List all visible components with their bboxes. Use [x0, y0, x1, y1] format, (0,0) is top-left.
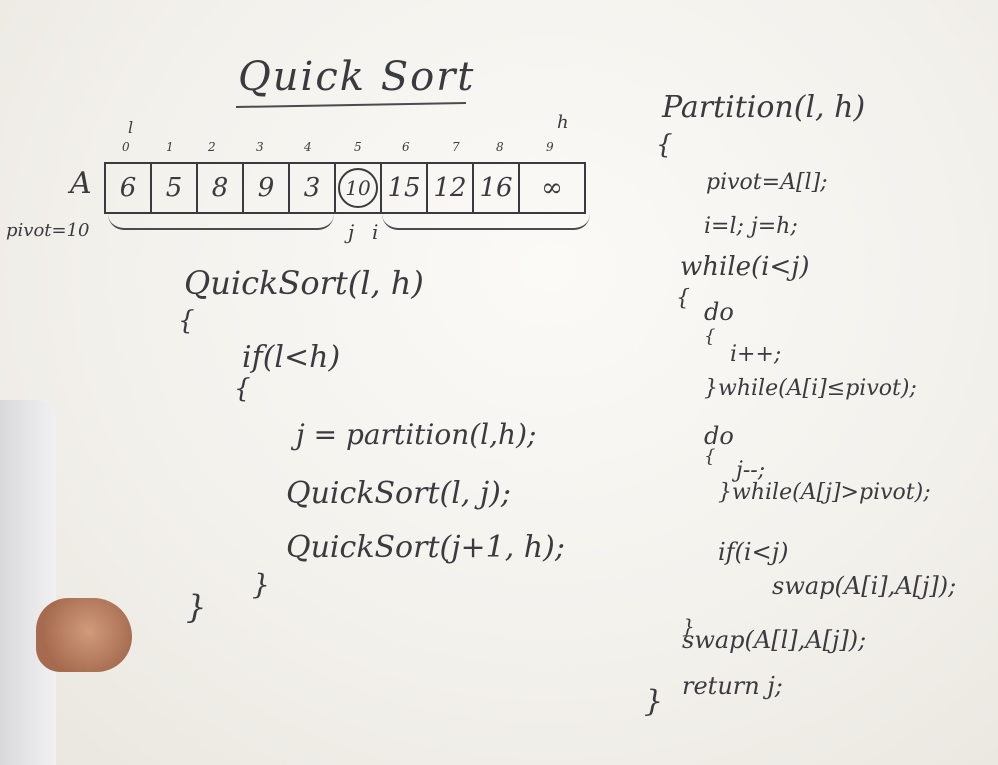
board-title: Quick Sort [238, 54, 476, 100]
presenter-hand [36, 598, 132, 672]
index-4: 4 [304, 140, 312, 154]
index-8: 8 [496, 140, 504, 154]
index-2: 2 [208, 140, 216, 154]
index-6: 6 [402, 140, 410, 154]
while-close-brace: } [682, 614, 695, 638]
code-line: while(i<j) [680, 252, 810, 282]
recursive-call-left: QuickSort(l, j); [286, 476, 511, 511]
code-line: swap(A[l],A[j]); [682, 626, 867, 654]
code-line: do [704, 298, 734, 326]
code-line: i++; [730, 342, 782, 367]
open-brace: { [178, 306, 195, 336]
right-brace [382, 214, 590, 230]
array-cell: 15 [382, 164, 428, 212]
quicksort-header: QuickSort(l, h) [184, 264, 424, 302]
i-marker: i [372, 220, 379, 244]
array-cell: 6 [106, 164, 152, 212]
if-condition: if(l<h) [242, 340, 341, 375]
pivot-note: pivot=10 [6, 220, 90, 241]
index-3: 3 [256, 140, 264, 154]
title-underline [236, 101, 466, 109]
partition-open-brace: { [656, 130, 673, 160]
array-cell: 16 [474, 164, 520, 212]
l-marker: l [128, 118, 134, 137]
index-0: 0 [122, 140, 130, 154]
if-open-brace: { [234, 374, 251, 404]
index-9: 9 [546, 140, 554, 154]
code-line: swap(A[i],A[j]); [772, 572, 957, 600]
recursive-call-right: QuickSort(j+1, h); [286, 530, 565, 565]
array-cell: ∞ [541, 173, 563, 203]
if-close-brace: } [252, 568, 270, 601]
code-line: i=l; j=h; [704, 214, 798, 239]
array-cell: 3 [290, 164, 336, 212]
h-marker: h [557, 112, 569, 133]
array-cell: 12 [428, 164, 474, 212]
circled-value: 10 [338, 168, 378, 208]
partition-call: j = partition(l,h); [296, 418, 537, 451]
partition-header: Partition(l, h) [662, 90, 866, 125]
array-cell: 8 [198, 164, 244, 212]
code-line: }while(A[i]≤pivot); [704, 376, 917, 401]
code-line: }while(A[j]>pivot); [718, 480, 931, 505]
index-7: 7 [452, 140, 460, 154]
code-line: if(i<j) [718, 538, 789, 566]
code-line: return j; [682, 672, 783, 700]
array-name: A [70, 166, 92, 201]
index-1: 1 [166, 140, 174, 154]
do-open-brace: { [704, 446, 716, 467]
partition-close-brace: } [644, 684, 664, 719]
close-brace: } [186, 588, 207, 626]
code-line: j--; [736, 458, 766, 483]
do-open-brace: { [704, 326, 716, 347]
index-5: 5 [354, 140, 362, 154]
code-line: do [704, 422, 734, 450]
array-cell-pivot: 10 [336, 164, 382, 212]
while-open-brace: { [676, 286, 690, 311]
code-line: pivot=A[l]; [706, 170, 828, 195]
array-cell: 5 [152, 164, 198, 212]
array-box: 6 5 8 9 3 10 15 12 16 ∞ [104, 162, 586, 214]
j-marker: j [348, 220, 355, 244]
presenter-arm [0, 400, 56, 765]
array-cell: 9 [244, 164, 290, 212]
left-brace [108, 214, 334, 230]
